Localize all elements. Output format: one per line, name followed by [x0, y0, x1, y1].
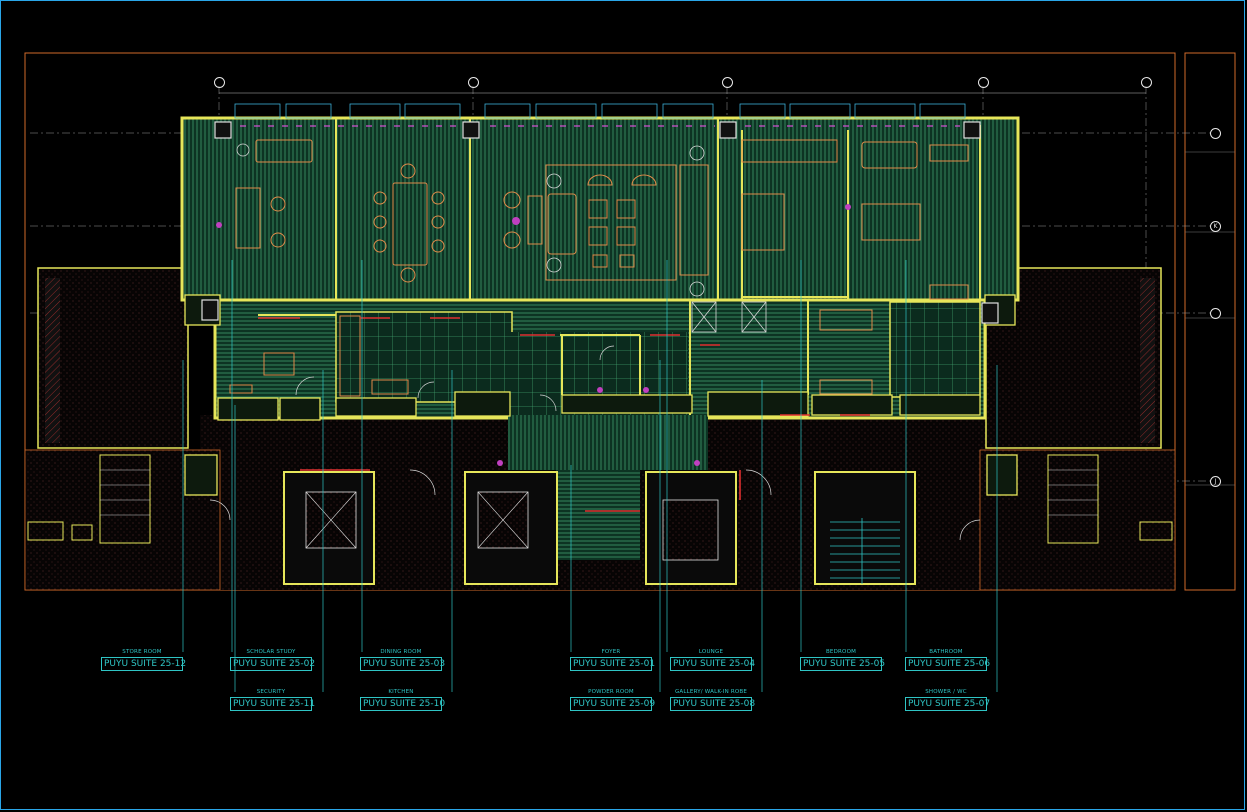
room-tag-name: LOUNGE [670, 648, 752, 658]
room-tag-code: PUYU SUITE 25-02 [230, 658, 315, 671]
room-tag-code: PUYU SUITE 25-09 [570, 698, 655, 711]
room-tag-code: PUYU SUITE 25-06 [905, 658, 990, 671]
room-tag-name: KITCHEN [360, 688, 442, 698]
room-tag-name: SHOWER / WC [905, 688, 987, 698]
entry-lobby [556, 470, 640, 560]
room-tag-code: PUYU SUITE 25-12 [101, 658, 186, 671]
grid-bubble-top-3 [722, 77, 733, 88]
room-tag-name: BATHROOM [905, 648, 987, 658]
grid-bubble-top-4 [978, 77, 989, 88]
room-tag-name: SECURITY [230, 688, 312, 698]
room-tag-shower-wc[interactable]: SHOWER / WC PUYU SUITE 25-07 [905, 688, 990, 711]
grid-bubble-top-1 [214, 77, 225, 88]
room-tag-code: PUYU SUITE 25-11 [230, 698, 315, 711]
grid-bubble-side-j: J [1210, 476, 1221, 487]
room-tag-lounge[interactable]: LOUNGE PUYU SUITE 25-04 [670, 648, 755, 671]
room-tag-name: POWDER ROOM [570, 688, 652, 698]
room-tag-code: PUYU SUITE 25-01 [570, 658, 655, 671]
grid-bubble-top-5 [1141, 77, 1152, 88]
left-wing [37, 267, 189, 449]
room-tag-scholar-study[interactable]: SCHOLAR STUDY PUYU SUITE 25-02 [230, 648, 315, 671]
room-tag-security[interactable]: SECURITY PUYU SUITE 25-11 [230, 688, 315, 711]
room-tag-bathroom[interactable]: BATHROOM PUYU SUITE 25-06 [905, 648, 990, 671]
kitchen-floor [335, 311, 513, 403]
room-tag-powder-room[interactable]: POWDER ROOM PUYU SUITE 25-09 [570, 688, 655, 711]
room-tag-name: DINING ROOM [360, 648, 442, 658]
room-tag-gallery-walk-in-robe[interactable]: GALLERY/ WALK-IN ROBE PUYU SUITE 25-08 [670, 688, 755, 711]
room-tag-code: PUYU SUITE 25-04 [670, 658, 755, 671]
title-strip-border [1184, 52, 1236, 591]
room-tag-dining-room[interactable]: DINING ROOM PUYU SUITE 25-03 [360, 648, 445, 671]
grid-bubble-side-k: K [1210, 221, 1221, 232]
room-tag-store-room[interactable]: STORE ROOM PUYU SUITE 25-12 [101, 648, 186, 671]
room-tag-name: FOYER [570, 648, 652, 658]
room-tag-name: BEDROOM [800, 648, 882, 658]
grid-bubble-side-1 [1210, 128, 1221, 139]
room-tag-code: PUYU SUITE 25-05 [800, 658, 885, 671]
room-tag-foyer[interactable]: FOYER PUYU SUITE 25-01 [570, 648, 655, 671]
main-living-zone [180, 116, 1020, 302]
grid-bubble-top-2 [468, 77, 479, 88]
room-tag-code: PUYU SUITE 25-07 [905, 698, 990, 711]
room-tag-bedroom[interactable]: BEDROOM PUYU SUITE 25-05 [800, 648, 885, 671]
room-tag-code: PUYU SUITE 25-10 [360, 698, 445, 711]
grid-bubble-side-3 [1210, 308, 1221, 319]
room-tag-name: STORE ROOM [101, 648, 183, 658]
shower-floor [889, 301, 981, 398]
room-tag-code: PUYU SUITE 25-08 [670, 698, 755, 711]
room-tag-name: SCHOLAR STUDY [230, 648, 312, 658]
room-tag-name: GALLERY/ WALK-IN ROBE [670, 688, 752, 698]
room-tag-code: PUYU SUITE 25-03 [360, 658, 445, 671]
room-tag-kitchen[interactable]: KITCHEN PUYU SUITE 25-10 [360, 688, 445, 711]
foyer-entry [508, 415, 708, 470]
